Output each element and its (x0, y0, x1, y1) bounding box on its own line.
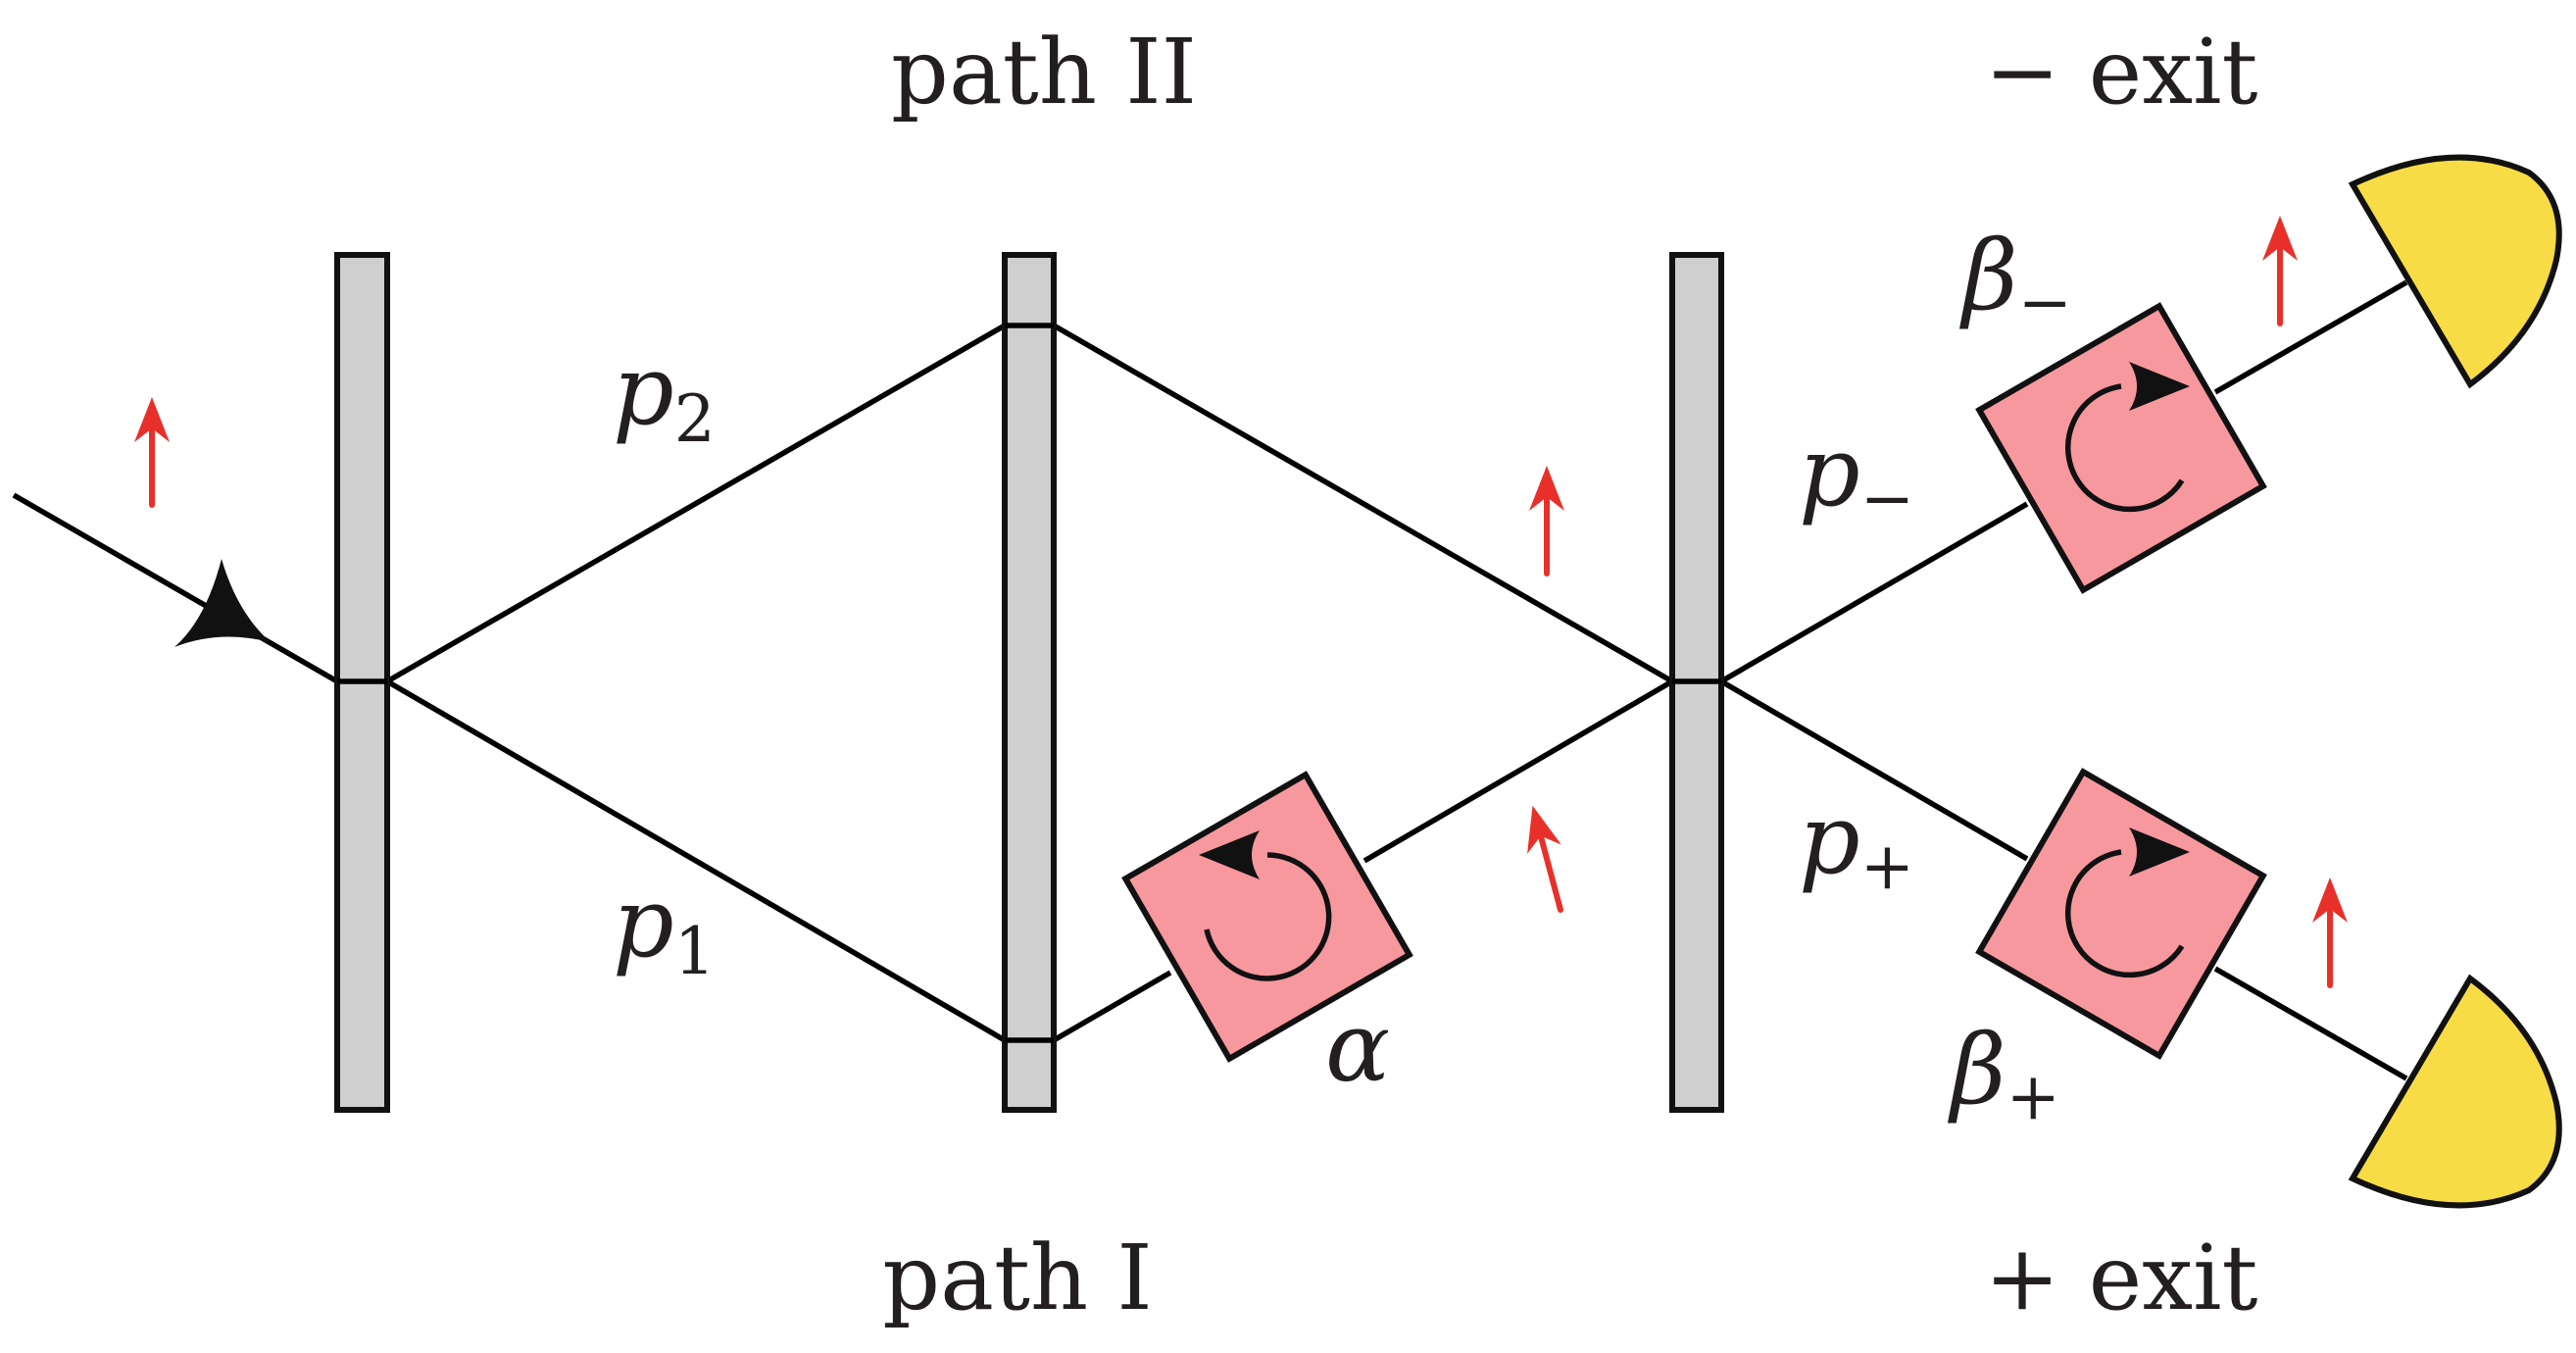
rotation-ccw-icon (1199, 830, 1332, 981)
p1-label: p1 (613, 868, 716, 989)
beam-path-i-second-a (1052, 970, 1172, 1043)
path-lower-label: path I (882, 1226, 1153, 1330)
alpha-label: α (1325, 992, 1390, 1104)
beam-minus-a (1719, 501, 2029, 684)
rotator-beta-minus (1975, 302, 2267, 594)
beam-path-ii-first (385, 323, 1007, 684)
spin-up-arrow-icon (134, 397, 170, 505)
detector-minus (2348, 154, 2562, 389)
beam-splitter-2 (1002, 252, 1057, 1113)
spin-up-arrow-icon (1529, 466, 1564, 574)
rotation-cw-icon (2064, 827, 2190, 978)
beam-plus-b (2213, 966, 2408, 1081)
path-upper-label: path II (891, 20, 1197, 125)
beam-splitter-1 (334, 252, 390, 1113)
spin-up-arrow-icon (2312, 877, 2348, 985)
beam-lines (12, 279, 2408, 1081)
beta-plus-label: β+ (1947, 1015, 2060, 1134)
p-plus-label: p+ (1799, 784, 1914, 904)
spin-tilted-arrow-icon (1515, 801, 1577, 915)
beam-path-i-second-b (1362, 678, 1674, 864)
rotation-cw-icon (2064, 362, 2190, 513)
beam-minus-b (2213, 279, 2408, 395)
incoming-beam (12, 492, 339, 684)
rotator-alpha (1121, 771, 1413, 1063)
beam-direction-arrow (174, 559, 271, 647)
rotator-beta-plus (1975, 768, 2267, 1060)
beam-splitter-3 (1669, 252, 1724, 1113)
p-minus-label: p− (1799, 417, 1914, 536)
beam-path-i-first (385, 678, 1007, 1043)
spin-up-arrow-icon (2262, 216, 2298, 324)
exit-minus-label: − exit (1984, 20, 2257, 125)
exit-plus-label: + exit (1984, 1226, 2257, 1330)
beam-path-ii-second (1052, 323, 1674, 684)
p2-label: p2 (613, 335, 716, 457)
beam-plus-a (1719, 678, 2029, 862)
beta-minus-label: β− (1958, 221, 2072, 340)
detector-plus (2348, 974, 2562, 1209)
